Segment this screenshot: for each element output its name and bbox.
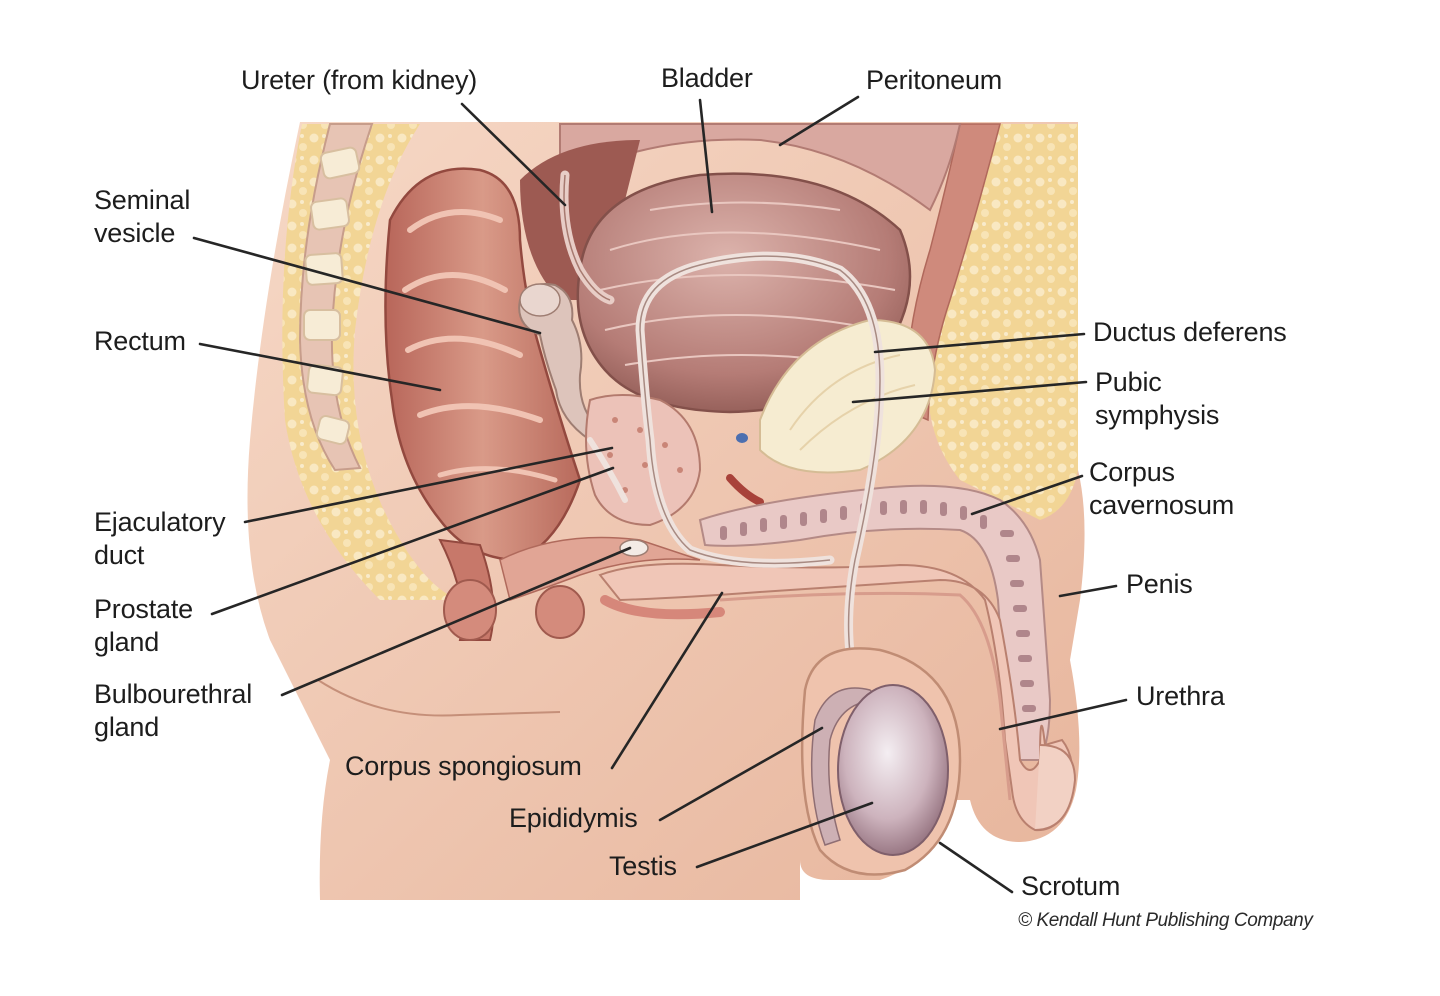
label-pubic-symphysis: Pubic symphysis <box>1095 367 1220 430</box>
leader-testis <box>695 801 874 869</box>
leader-bulbourethral-gland <box>280 546 632 697</box>
leader-seminal-vesicle <box>192 236 542 335</box>
leader-prostate-gland <box>210 466 615 616</box>
leader-corpus-spongiosum <box>610 591 724 770</box>
corpus-spongiosum-illustration <box>598 562 1077 832</box>
label-ureter: Ureter (from kidney) <box>241 65 478 95</box>
anterior-fat <box>928 124 1078 520</box>
label-penis: Penis <box>1126 569 1193 599</box>
leader-bladder <box>698 98 714 214</box>
label-ductus-deferens: Ductus deferens <box>1093 317 1287 347</box>
leader-lines <box>192 95 1128 894</box>
leader-ductus-deferens <box>873 332 1086 354</box>
label-corpus-cavernosum: Corpus cavernosum <box>1089 457 1235 520</box>
scrotum-illustration <box>800 647 962 876</box>
label-urethra: Urethra <box>1136 681 1225 711</box>
seminal-vesicle-illustration <box>518 283 602 442</box>
leader-epididymis <box>658 726 824 822</box>
label-rectum: Rectum <box>94 326 186 356</box>
leader-corpus-cavernosum <box>970 474 1084 516</box>
leader-rectum <box>198 342 442 392</box>
leader-penis <box>1058 584 1118 598</box>
label-epididymis: Epididymis <box>509 803 638 833</box>
label-prostate-gland: Prostate gland <box>94 594 193 657</box>
label-testis: Testis <box>609 851 677 881</box>
label-ejaculatory-duct: Ejaculatory duct <box>94 507 226 570</box>
label-bladder: Bladder <box>661 63 753 93</box>
label-seminal-vesicle: Seminal vesicle <box>94 185 191 248</box>
label-scrotum: Scrotum <box>1021 871 1121 901</box>
leader-peritoneum <box>778 95 860 147</box>
leader-ureter <box>460 102 567 207</box>
pubic-symphysis-illustration <box>726 318 937 506</box>
leader-scrotum <box>938 841 1014 894</box>
testis-illustration <box>837 684 949 856</box>
leader-ejaculatory-duct <box>243 446 614 524</box>
label-corpus-spongiosum: Corpus spongiosum <box>345 751 582 781</box>
perineal-muscles <box>443 536 701 641</box>
leader-urethra <box>998 698 1128 731</box>
bulbourethral-gland-illustration <box>619 539 649 557</box>
label-peritoneum: Peritoneum <box>866 65 1003 95</box>
leader-pubic-symphysis <box>851 380 1088 404</box>
copyright-notice: © Kendall Hunt Publishing Company <box>1018 910 1313 931</box>
buttock-fold <box>317 679 561 717</box>
label-bulbourethral-gland: Bulbourethral gland <box>94 679 253 742</box>
